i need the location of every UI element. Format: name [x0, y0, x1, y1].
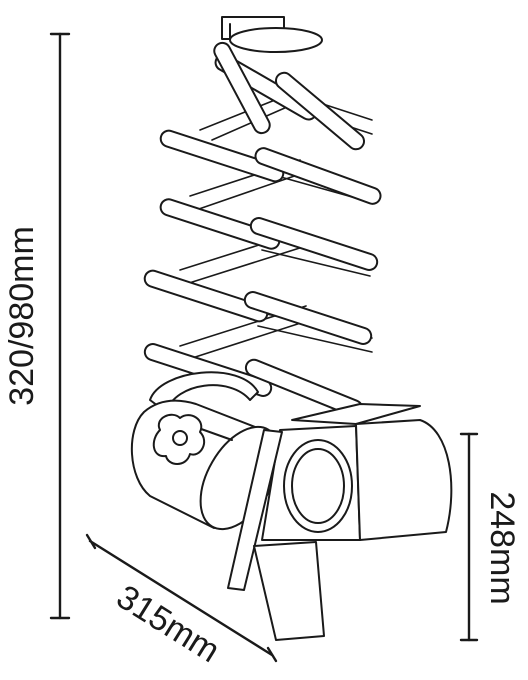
dimension-width: [85, 533, 278, 663]
scissor-arm-front: [143, 41, 382, 418]
lens-housing: [261, 425, 361, 541]
dimension-height-total-label: 320/980mm: [3, 226, 41, 406]
barn-door-left: [227, 429, 283, 591]
ceiling-mount: [221, 16, 323, 53]
dimension-head-height: [459, 432, 479, 642]
barn-doors: [227, 403, 453, 641]
barn-door-bottom: [253, 541, 325, 641]
lamp-illustration: [130, 16, 453, 641]
barn-door-top: [291, 403, 421, 425]
adjustment-knob: [152, 413, 206, 465]
dimension-head-height-label: 248mm: [483, 491, 521, 604]
barn-door-right: [355, 419, 453, 541]
dimension-width-label: 315mm: [110, 578, 226, 670]
dimension-height-total: [49, 32, 71, 620]
